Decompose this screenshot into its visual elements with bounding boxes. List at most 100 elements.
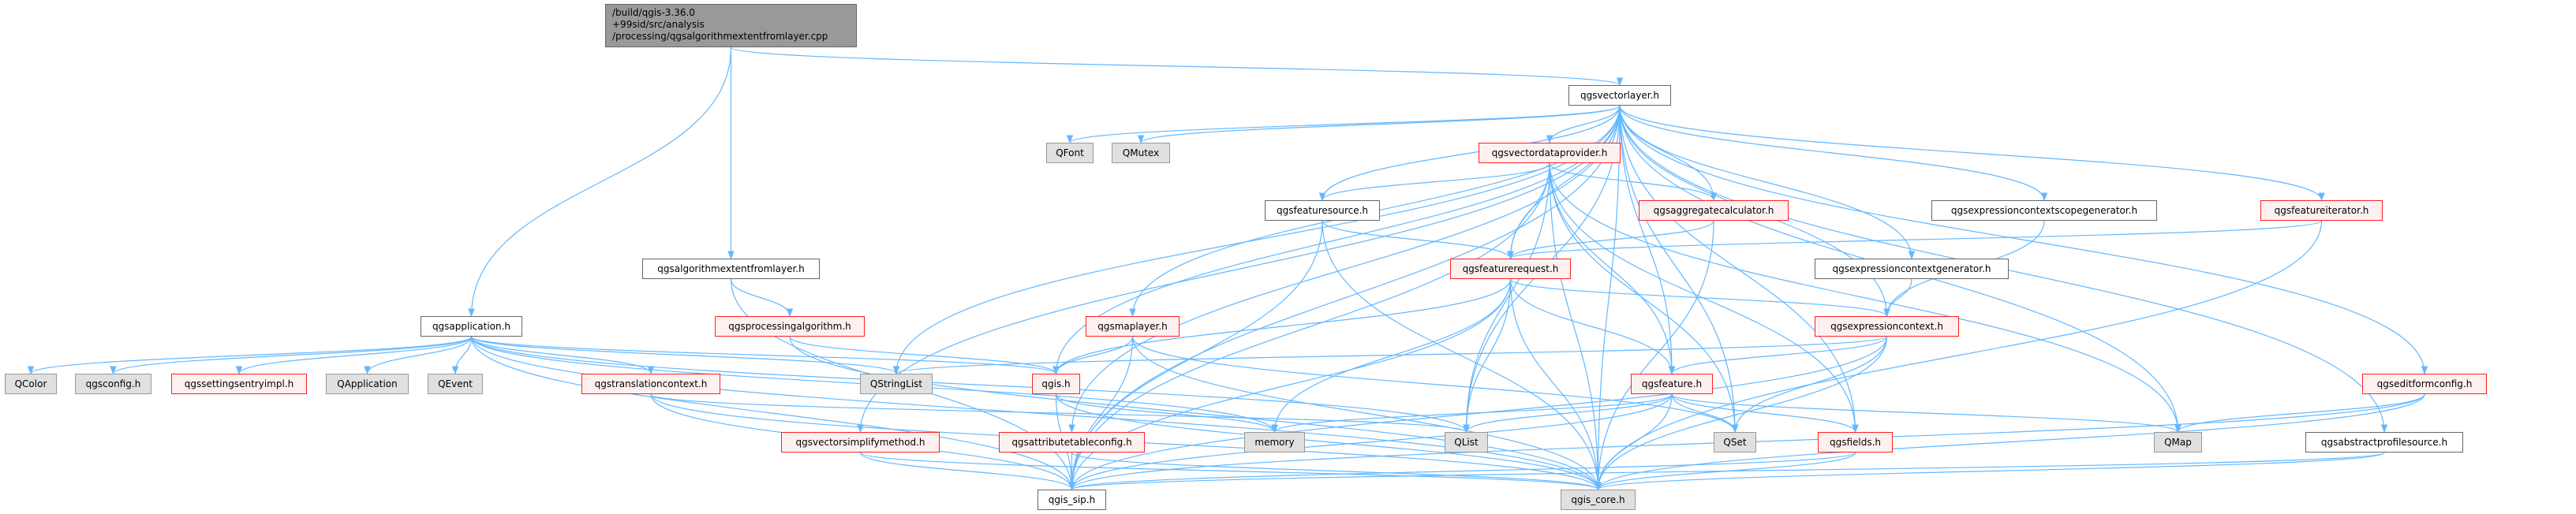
edge-app-to-qcolor [27,336,473,375]
edge-vectorlayer-to-qmutex [1137,105,1621,144]
node-translation[interactable]: qgstranslationcontext.h [581,374,720,394]
edge-absprofile-to-core [1595,452,2385,491]
node-qset[interactable]: QSet [1714,432,1756,453]
node-memory[interactable]: memory [1244,432,1305,453]
edge-vectorlayer-to-qset [1619,105,1739,434]
root-line-1: /build/qgis-3.36.0 [612,7,695,18]
edge-feature-to-qlist [1463,393,1673,434]
edge-aggcalc-to-core [1595,220,1714,491]
edge-exprcontext-to-feature [1668,336,1888,375]
edge-translation-to-qlist [650,393,1470,434]
edge-app-to-qlist [470,336,1470,434]
edge-app-to-translation [470,336,655,375]
node-qmutex[interactable]: QMutex [1112,143,1170,163]
edge-feature-to-memory [1271,393,1673,434]
node-exprgen[interactable]: qgsexpressioncontextgenerator.h [1815,259,2009,279]
edge-featurerequest-to-qgis [1052,278,1512,375]
edge-maplayer-to-core [1131,336,1602,491]
node-feature[interactable]: qgsfeature.h [1631,374,1713,394]
edge-featuresource-to-featurerequest [1322,220,1514,260]
node-maplayer[interactable]: qgsmaplayer.h [1086,316,1180,337]
node-qgis[interactable]: qgis.h [1032,374,1080,394]
edge-qgis-to-core [1055,393,1602,491]
edge-editform-to-qmap [2174,393,2425,434]
node-root-file[interactable]: /build/qgis-3.36.0 +99sid/src/analysis /… [605,4,857,47]
node-exprcontext[interactable]: qgsexpressioncontext.h [1815,316,1959,337]
edge-app-to-core [470,336,1602,491]
edge-featurerequest-to-exprcontext [1509,278,1890,318]
node-attrtable[interactable]: qgsattributetableconfig.h [999,432,1145,453]
edge-vectorlayer-to-sip [1068,105,1621,491]
edge-exprgen-to-exprcontext [1883,278,1912,318]
edge-vsimplify-to-sip [859,452,1075,491]
edge-vectorlayer-to-editform [1619,105,2428,375]
node-vectorlayer[interactable]: qgsvectorlayer.h [1568,85,1671,106]
node-featuresource[interactable]: qgsfeaturesource.h [1265,200,1380,221]
edge-vectorlayer-to-core [1595,105,1621,491]
node-procalg[interactable]: qgsprocessingalgorithm.h [715,316,865,337]
edge-fields-to-sip [1068,452,1856,491]
edge-algext-to-procalg [730,278,794,318]
edge-app-to-qgis [470,336,1060,375]
edge-vdp-to-sip [1068,162,1550,491]
root-line-2: +99sid/src/analysis [612,19,705,30]
edge-vectorlayer-to-featuresource [1318,105,1621,202]
node-qfont[interactable]: QFont [1046,143,1094,163]
edge-absprofile-to-sip [1068,452,2385,491]
node-scopegen[interactable]: qgsexpressioncontextscopegenerator.h [1931,200,2157,221]
node-sip[interactable]: qgis_sip.h [1038,490,1106,510]
edge-featurerequest-to-feature [1509,278,1676,375]
node-qapplication[interactable]: QApplication [326,374,409,394]
node-algext[interactable]: qgsalgorithmextentfromlayer.h [642,259,820,279]
edge-vectorlayer-to-featurerequest [1507,105,1621,260]
node-qevent[interactable]: QEvent [428,374,483,394]
edge-vdp-to-qset [1549,162,1739,434]
node-absprofile[interactable]: qgsabstractprofilesource.h [2305,432,2463,453]
node-aggcalc[interactable]: qgsaggregatecalculator.h [1639,200,1789,221]
edge-app-to-settings [235,336,473,375]
edge-vectorlayer-to-attrtable [1068,105,1621,434]
edge-vectorlayer-to-vsimplify [857,105,1621,434]
edge-app-to-qapplication [364,336,473,375]
edge-vectorlayer-to-scopegen [1619,105,2048,202]
edge-featurerequest-to-sip [1068,278,1512,491]
node-fields[interactable]: qgsfields.h [1818,432,1893,453]
edge-qgis-to-memory [1055,393,1278,434]
edge-vdp-to-featuresource [1318,162,1550,202]
edge-editform-to-core [1595,393,2425,491]
node-editform[interactable]: qgseditformconfig.h [2362,374,2487,394]
node-featurerequest[interactable]: qgsfeaturerequest.h [1450,259,1571,279]
node-core[interactable]: qgis_core.h [1561,490,1636,510]
edge-feature-to-fields [1671,393,1859,434]
edge-vdp-to-core [1549,162,1602,491]
node-vsimplify[interactable]: qgsvectorsimplifymethod.h [781,432,940,453]
edge-featurerequest-to-core [1509,278,1602,491]
edge-vectorlayer-to-feature [1619,105,1676,375]
edge-maplayer-to-qgis [1052,336,1134,375]
node-qstringlist[interactable]: QStringList [860,374,933,394]
node-config[interactable]: qgsconfig.h [75,374,151,394]
edge-vectorlayer-to-exprgen [1619,105,1916,260]
edge-app-to-qevent [451,336,473,375]
node-qmap[interactable]: QMap [2154,432,2202,453]
edge-root-to-vectorlayer [730,47,1623,87]
edge-feature-to-sip [1068,393,1673,491]
root-line-3: /processing/qgsalgorithmextentfromlayer.… [612,31,828,42]
edge-featureiterator-to-featurerequest [1507,220,2323,260]
node-vdp[interactable]: qgsvectordataprovider.h [1479,143,1621,163]
edge-vdp-to-qlist [1463,162,1550,434]
edge-exprcontext-to-qstringlist [893,336,1888,375]
node-qlist[interactable]: QList [1445,432,1488,453]
edge-feature-to-qset [1671,393,1739,434]
edge-vdp-to-qmap [1549,162,2182,434]
node-qcolor[interactable]: QColor [5,374,57,394]
edge-aggcalc-to-featurerequest [1507,220,1714,260]
edge-feature-to-core [1595,393,1673,491]
edge-procalg-to-core [789,336,1602,491]
node-app[interactable]: qgsapplication.h [421,316,522,337]
edge-vsimplify-to-core [859,452,1602,491]
edge-app-to-sip [470,336,1075,491]
node-featureiterator[interactable]: qgsfeatureiterator.h [2260,200,2383,221]
node-settings[interactable]: qgssettingsentryimpl.h [171,374,307,394]
edge-exprcontext-to-qset [1731,336,1888,434]
